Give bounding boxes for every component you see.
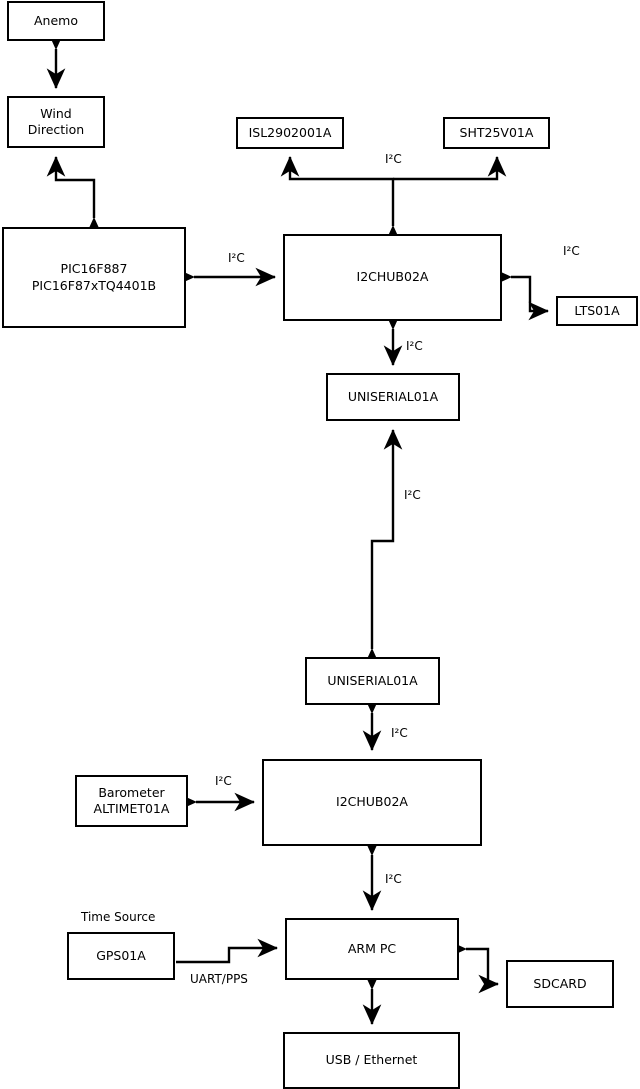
node-gps01a-label: GPS01A [96,947,146,963]
node-i2chub02a-bottom[interactable]: I2CHUB02A [262,759,482,846]
connector-hubtop-lts [491,267,549,321]
edge-label-i2c-uniserial-link: I²C [404,488,421,502]
node-sht25v01a-label: SHT25V01A [459,124,534,140]
connector-bus-sht [393,156,507,181]
connector-armpc-sdcard [446,939,499,994]
node-arm-pc-label: ARM PC [347,940,397,956]
connector-gps-armpc [176,938,278,964]
node-isl2902001a[interactable]: ISL2902001A [236,117,344,149]
node-lts01a-label: LTS01A [574,302,620,318]
connector-pic-wind [46,156,104,238]
node-wind-direction-label: Wind Direction [27,105,85,138]
node-lts01a[interactable]: LTS01A [556,296,638,326]
node-anemo-label: Anemo [34,12,78,28]
node-i2chub02a-top[interactable]: I2CHUB02A [283,234,502,321]
edge-label-i2c-sensor-bus: I²C [385,152,402,166]
node-usb-ethernet-label: USB / Ethernet [325,1052,418,1068]
node-uniserial01a-top-label: UNISERIAL01A [347,388,439,404]
node-i2chub02a-top-label: I2CHUB02A [356,269,429,285]
edge-label-i2c-uniserial-hub-bottom: I²C [391,726,408,740]
node-barometer-altimet01a[interactable]: Barometer ALTIMET01A [75,775,188,827]
node-uniserial01a-bottom[interactable]: UNISERIAL01A [305,657,440,705]
edge-label-uart-pps: UART/PPS [190,972,248,986]
edge-label-i2c-hub-armpc: I²C [385,872,402,886]
node-i2chub02a-bottom-label: I2CHUB02A [336,794,408,810]
node-usb-ethernet[interactable]: USB / Ethernet [283,1032,460,1089]
node-uniserial01a-bottom-label: UNISERIAL01A [327,672,418,688]
node-sdcard-label: SDCARD [533,975,587,991]
node-pic-microcontroller[interactable]: PIC16F887 PIC16F87xTQ4401B [2,227,186,328]
node-isl2902001a-label: ISL2902001A [248,124,332,140]
node-anemo[interactable]: Anemo [7,1,105,41]
edge-label-i2c-hub-uniserial: I²C [406,339,423,353]
edge-label-i2c-barometer: I²C [215,774,232,788]
connector-uniserial-link [362,429,403,669]
connector-hubtop-bus [280,156,403,246]
node-wind-direction[interactable]: Wind Direction [7,96,105,148]
node-gps01a[interactable]: GPS01A [67,932,175,980]
node-pic-microcontroller-label: PIC16F887 PIC16F87xTQ4401B [31,261,157,293]
node-uniserial01a-top[interactable]: UNISERIAL01A [326,373,460,421]
node-sdcard[interactable]: SDCARD [506,960,614,1008]
node-arm-pc[interactable]: ARM PC [285,918,459,980]
edge-label-i2c-hub-lts: I²C [563,244,580,258]
edge-label-i2c-pic-hub: I²C [228,251,245,265]
node-barometer-altimet01a-label: Barometer ALTIMET01A [93,784,170,817]
label-time-source: Time Source [81,910,156,924]
node-sht25v01a[interactable]: SHT25V01A [443,117,550,149]
